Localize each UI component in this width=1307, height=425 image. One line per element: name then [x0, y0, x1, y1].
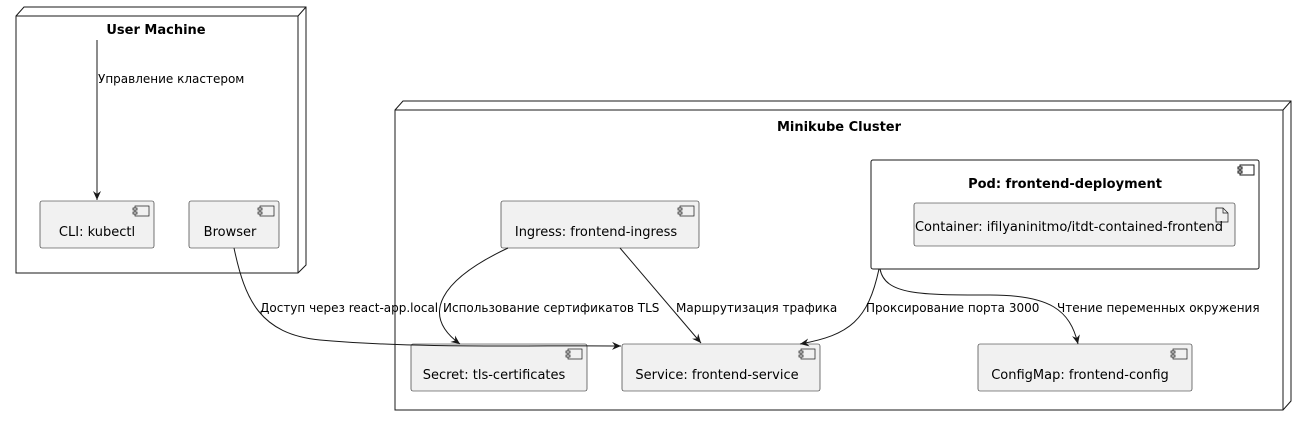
user-machine-title: User Machine	[106, 23, 205, 38]
component-icon	[132, 205, 150, 217]
edge-access: Доступ через react-app.local	[233, 247, 622, 350]
cli-component: CLI: kubectl	[39, 200, 155, 249]
edge-env: Чтение переменных окружения	[879, 268, 1260, 345]
service-label: Service: frontend-service	[635, 368, 798, 383]
container-label: Container: ifilyaninitmo/itdt-contained-…	[915, 220, 1223, 235]
edge-manage: Управление кластером	[93, 40, 244, 200]
cli-label: CLI: kubectl	[59, 225, 135, 240]
edge-tls-label: Использование сертификатов TLS	[443, 301, 659, 315]
container-artifact: Container: ifilyaninitmo/itdt-contained-…	[913, 202, 1236, 247]
edge-routing: Маршрутизация трафика	[619, 247, 837, 344]
component-icon	[565, 348, 583, 360]
edge-routing-label: Маршрутизация трафика	[676, 301, 837, 315]
ingress-label: Ingress: frontend-ingress	[515, 225, 677, 240]
service-component: Service: frontend-service	[621, 343, 821, 392]
edge-proxy-label: Проксирование порта 3000	[866, 301, 1039, 315]
component-icon	[798, 348, 816, 360]
minikube-cluster-title: Minikube Cluster	[777, 120, 902, 135]
secret-label: Secret: tls-certificates	[423, 368, 566, 383]
component-icon	[257, 205, 275, 217]
component-icon	[1237, 164, 1255, 176]
edge-access-label: Доступ через react-app.local	[260, 301, 438, 315]
edge-proxy: Проксирование порта 3000	[799, 268, 1039, 347]
configmap-component: ConfigMap: frontend-config	[977, 343, 1193, 392]
browser-component: Browser	[188, 200, 280, 249]
edge-manage-label: Управление кластером	[98, 72, 244, 86]
component-icon	[1170, 348, 1188, 360]
pod-title: Pod: frontend-deployment	[968, 177, 1162, 192]
configmap-label: ConfigMap: frontend-config	[991, 368, 1169, 383]
file-icon	[1215, 207, 1229, 223]
ingress-component: Ingress: frontend-ingress	[500, 200, 700, 249]
component-icon	[677, 205, 695, 217]
secret-component: Secret: tls-certificates	[410, 343, 588, 392]
browser-label: Browser	[204, 225, 257, 240]
edge-env-label: Чтение переменных окружения	[1057, 301, 1260, 315]
edge-tls: Использование сертификатов TLS	[439, 247, 659, 345]
